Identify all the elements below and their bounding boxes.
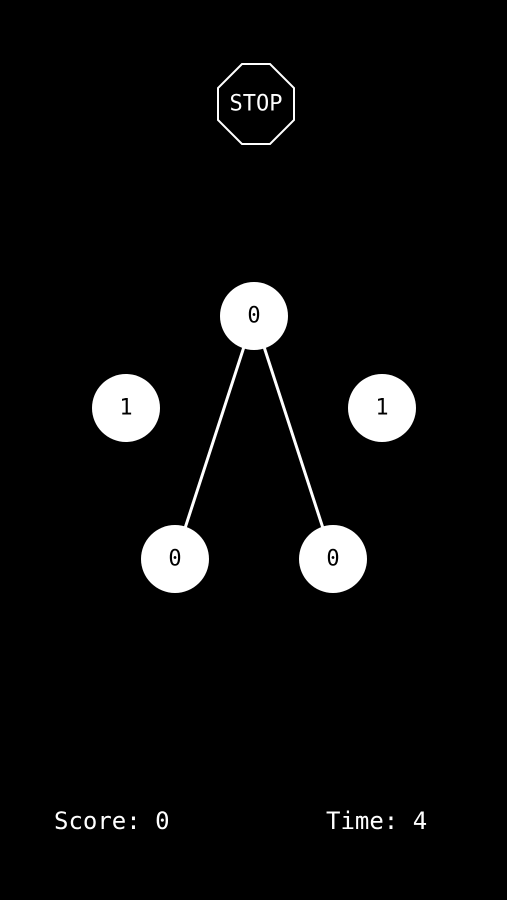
node-value: 0 <box>326 547 339 572</box>
stop-label: STOP <box>230 92 283 117</box>
score-display: Score: 0 <box>54 806 170 836</box>
node-top[interactable]: 0 <box>220 282 288 350</box>
node-circle <box>348 374 416 442</box>
node-value: 1 <box>375 396 388 421</box>
node-left[interactable]: 1 <box>92 374 160 442</box>
stop-octagon-icon <box>217 63 295 145</box>
node-right[interactable]: 1 <box>348 374 416 442</box>
node-value: 0 <box>247 304 260 329</box>
time-display: Time: 4 <box>326 806 427 836</box>
nodes-layer: 0 1 1 0 0 <box>92 282 416 593</box>
edge-top-bottom-left <box>173 315 256 560</box>
node-circle <box>299 525 367 593</box>
score-value: 0 <box>155 807 170 835</box>
score-label: Score: <box>54 807 141 835</box>
node-bottom-left[interactable]: 0 <box>141 525 209 593</box>
node-bottom-right[interactable]: 0 <box>299 525 367 593</box>
stop-button[interactable]: STOP <box>217 63 295 145</box>
edges-layer <box>173 315 335 560</box>
time-value: 4 <box>412 807 428 835</box>
time-label: Time: <box>326 807 399 835</box>
node-circle <box>92 374 160 442</box>
node-circle <box>141 525 209 593</box>
node-value: 0 <box>168 547 181 572</box>
node-circle <box>220 282 288 350</box>
node-value: 1 <box>119 396 132 421</box>
edge-top-bottom-right <box>252 315 335 560</box>
